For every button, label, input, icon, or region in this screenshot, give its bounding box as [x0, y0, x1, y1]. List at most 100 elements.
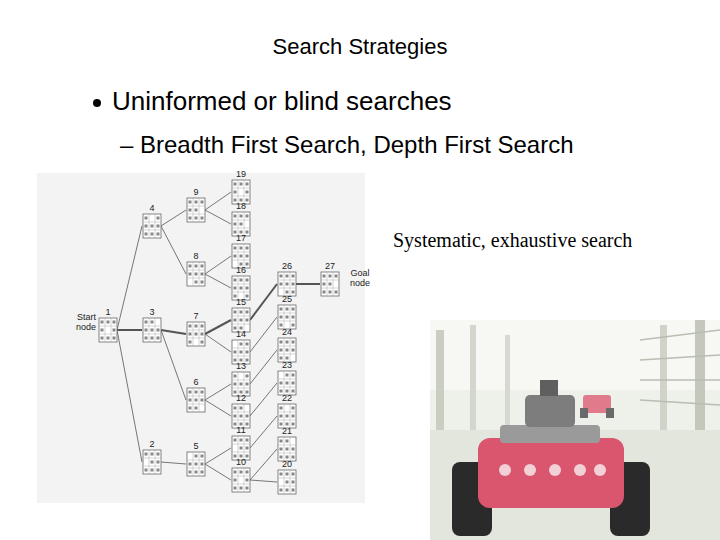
tree-link	[205, 334, 231, 352]
board-grid	[278, 470, 296, 494]
tile-mark	[286, 456, 289, 459]
tile-mark	[246, 415, 249, 418]
photo-ground	[430, 320, 720, 540]
tile-mark	[145, 321, 148, 324]
board-grid	[278, 305, 296, 329]
tile-mark	[292, 308, 295, 311]
tile-mark	[246, 279, 249, 282]
tile-mark	[189, 407, 192, 410]
tile-mark	[280, 357, 283, 360]
goal-label: Goal node	[343, 268, 377, 288]
tile-mark	[157, 217, 160, 220]
tile-mark	[195, 217, 198, 220]
board-frame	[143, 450, 161, 474]
puzzle-board	[187, 388, 205, 412]
tile-mark	[201, 333, 204, 336]
tile-mark	[240, 287, 243, 290]
tile-mark	[157, 453, 160, 456]
tile-mark	[292, 291, 295, 294]
tile-mark	[292, 481, 295, 484]
board-grid	[143, 450, 161, 474]
tile-mark	[151, 453, 154, 456]
tree-link	[205, 448, 231, 464]
board-grid	[278, 437, 296, 461]
tree-figure-ground	[37, 173, 365, 503]
tile-mark	[240, 215, 243, 218]
board-frame	[232, 308, 250, 332]
tile-mark	[113, 329, 116, 332]
puzzle-board	[232, 244, 250, 268]
board-frame	[232, 212, 250, 236]
tile-mark	[323, 275, 326, 278]
tile-mark	[280, 423, 283, 426]
sub-bullet-text: – Breadth First Search, Depth First Sear…	[120, 131, 710, 159]
tile-mark	[234, 191, 237, 194]
tile-mark	[189, 341, 192, 344]
tile-mark	[246, 343, 249, 346]
board-frame	[278, 305, 296, 329]
board-frame	[187, 452, 205, 476]
tile-mark	[292, 473, 295, 476]
tile-mark	[240, 319, 243, 322]
tree-link	[250, 383, 277, 416]
board-frame	[187, 198, 205, 222]
tile-mark	[292, 407, 295, 410]
tile-mark	[280, 407, 283, 410]
puzzle-board	[232, 436, 250, 460]
tree-link	[117, 226, 142, 330]
slide-title: Search Strategies	[0, 34, 720, 60]
tree-link	[250, 317, 277, 352]
node-number: 19	[229, 169, 253, 179]
tile-mark	[286, 291, 289, 294]
node-number: 9	[184, 187, 208, 197]
tile-mark	[234, 247, 237, 250]
tree-link	[250, 284, 277, 320]
board-grid	[278, 371, 296, 395]
board-grid	[99, 318, 117, 342]
tile-mark	[292, 316, 295, 319]
board-frame	[278, 371, 296, 395]
puzzle-board	[187, 452, 205, 476]
tile-mark	[240, 247, 243, 250]
node-number: 8	[184, 251, 208, 261]
tree-link	[250, 350, 277, 384]
tile-mark	[151, 461, 154, 464]
tile-mark	[201, 281, 204, 284]
tree-trunk	[470, 325, 476, 435]
tile-mark	[151, 329, 154, 332]
tile-mark	[292, 423, 295, 426]
tile-mark	[329, 275, 332, 278]
tile-mark	[292, 324, 295, 327]
tile-mark	[145, 453, 148, 456]
tile-mark	[246, 311, 249, 314]
fence	[640, 330, 720, 405]
node-number: 22	[275, 393, 299, 403]
tile-mark	[101, 337, 104, 340]
tile-mark	[280, 349, 283, 352]
board-grid	[143, 318, 161, 342]
tile-mark	[286, 423, 289, 426]
tile-mark	[151, 233, 154, 236]
node-number: 20	[275, 459, 299, 469]
tile-mark	[246, 447, 249, 450]
tree-link	[205, 400, 231, 416]
tile-mark	[201, 391, 204, 394]
tile-mark	[195, 333, 198, 336]
node-number: 25	[275, 294, 299, 304]
tile-mark	[286, 382, 289, 385]
robot-deck	[500, 425, 600, 443]
puzzle-board	[278, 338, 296, 362]
tile-mark	[189, 333, 192, 336]
tile-mark	[234, 439, 237, 442]
tile-mark	[201, 273, 204, 276]
tile-mark	[280, 308, 283, 311]
tile-mark	[280, 456, 283, 459]
tile-mark	[280, 382, 283, 385]
tile-mark	[286, 473, 289, 476]
tree-link	[296, 283, 320, 285]
tree-link	[205, 384, 231, 400]
tree-link	[117, 329, 142, 331]
node-number: 15	[229, 297, 253, 307]
